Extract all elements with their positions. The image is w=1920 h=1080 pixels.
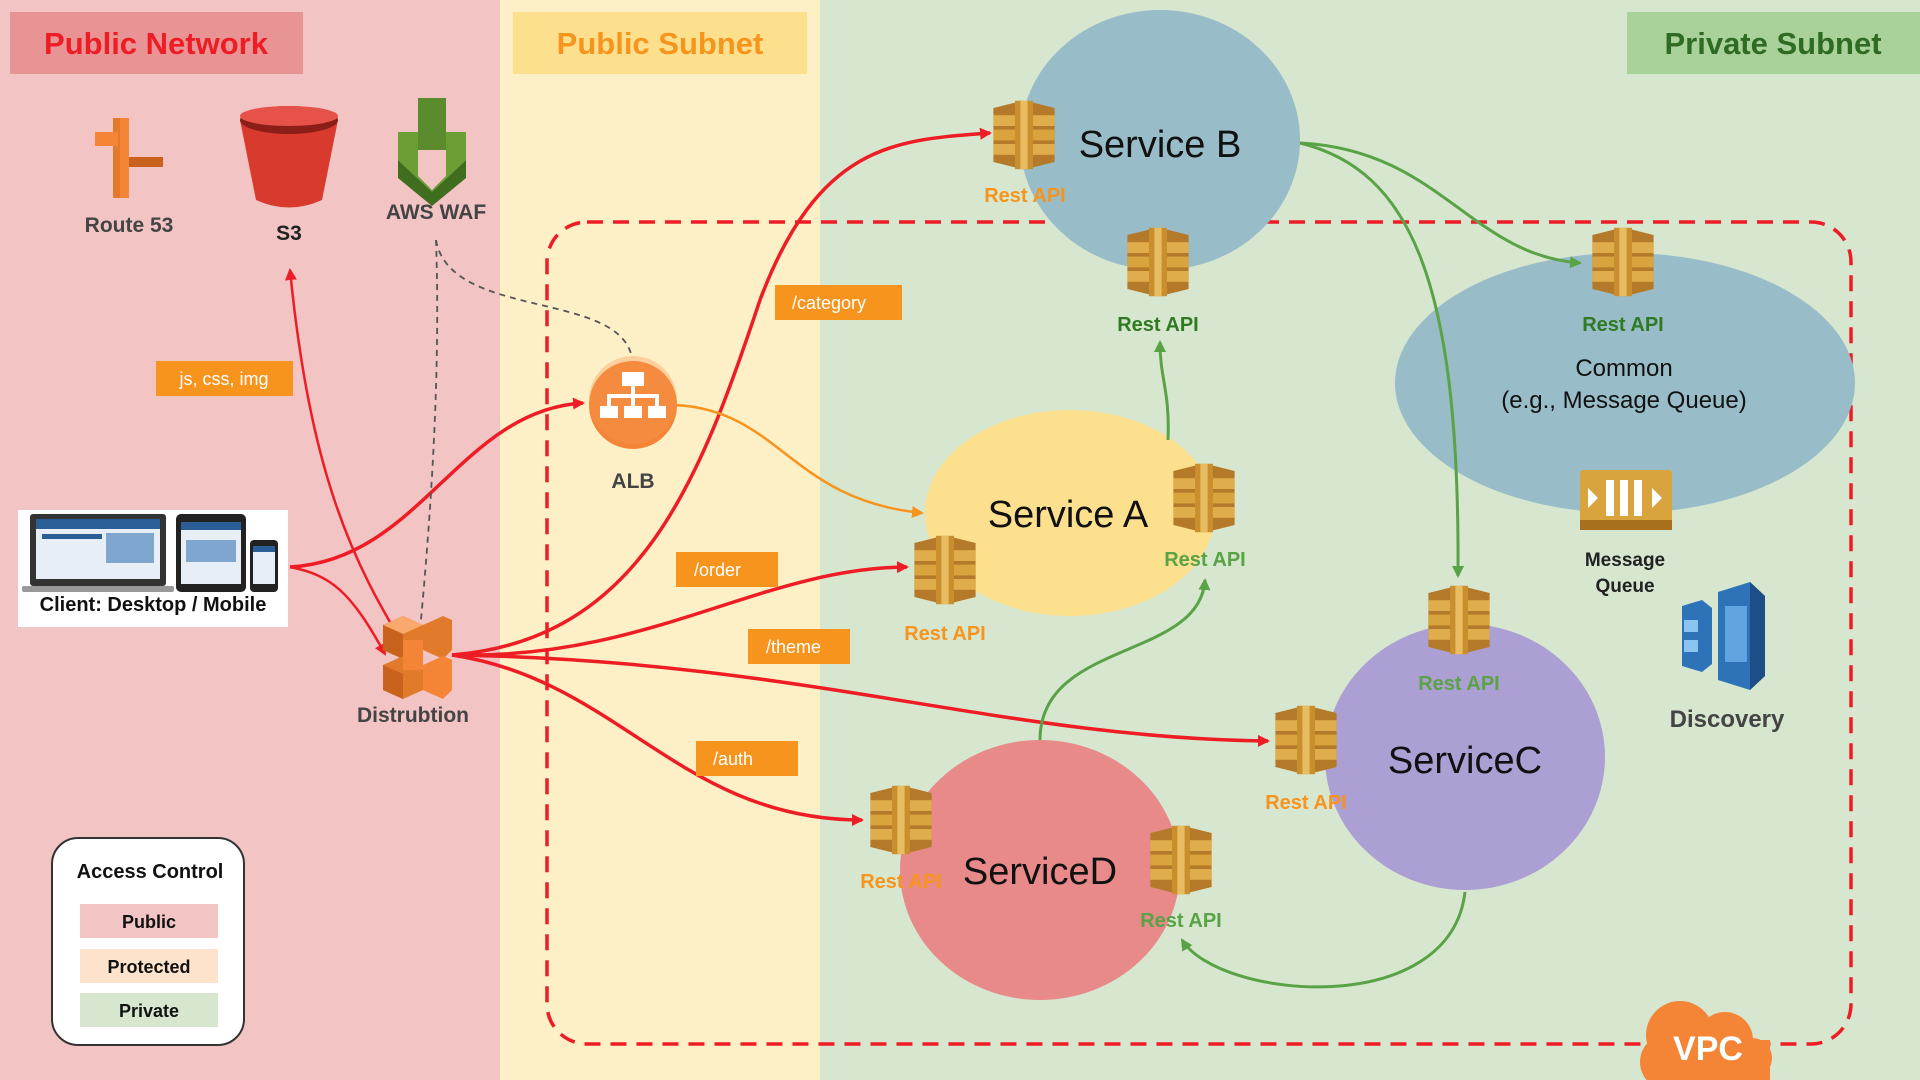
- public-subnet-title: Public Subnet: [557, 26, 764, 61]
- edge-waf-to-dist: [419, 239, 439, 631]
- edge-client-to-dist: [289, 565, 387, 656]
- api-gateway-icon: [1171, 463, 1237, 533]
- discovery-label: Discovery: [1670, 706, 1785, 733]
- edge-waf-to-alb: [435, 239, 633, 359]
- edge-dist-to-service-c: [451, 653, 1270, 747]
- s3-bucket-icon: [240, 106, 338, 208]
- message-queue-label-line1: Message: [1585, 550, 1665, 571]
- route-tag-order-label: /order: [694, 560, 741, 580]
- route-tag-category: [775, 285, 902, 320]
- service-b-public-api-label: Rest API: [984, 185, 1066, 207]
- edge-service-b-to-common: [1299, 141, 1582, 269]
- service-b-label: Service B: [1079, 124, 1242, 166]
- legend-title: Access Control: [77, 861, 224, 883]
- edge-service-d-to-service-a: [1038, 578, 1211, 741]
- alb-icon: [589, 356, 677, 449]
- legend-private-label: Private: [119, 1001, 179, 1021]
- edge-dist-to-s3: [285, 268, 412, 656]
- route-tag-category-label: /category: [792, 293, 866, 313]
- client-label: Client: Desktop / Mobile: [40, 594, 267, 616]
- api-gateway-icon: [1125, 227, 1191, 297]
- message-queue-label-line2: Queue: [1595, 576, 1654, 597]
- legend-protected-swatch: [80, 949, 218, 983]
- edge-alb-to-service-a: [674, 403, 924, 518]
- distribution-label: Distrubtion: [357, 704, 469, 727]
- legend-public-swatch: [80, 904, 218, 938]
- service-a-private-api-label: Rest API: [1164, 549, 1246, 571]
- route-tag-order: [676, 552, 778, 587]
- service-c-node: [1325, 624, 1605, 890]
- edge-service-a-to-service-b: [1154, 340, 1170, 441]
- public-network-header: [10, 12, 303, 74]
- api-gateway-icon: [1590, 227, 1656, 297]
- api-gateway-icon: [912, 535, 978, 605]
- service-d-label: ServiceD: [963, 851, 1117, 893]
- common-label-line1: Common: [1575, 355, 1672, 382]
- route-tag-theme: [748, 629, 850, 664]
- waf-label: AWS WAF: [386, 201, 486, 224]
- common-label-line2: (e.g., Message Queue): [1501, 387, 1746, 414]
- edge-client-to-alb: [289, 397, 585, 569]
- legend-protected-label: Protected: [107, 957, 190, 977]
- common-api-label: Rest API: [1582, 314, 1664, 336]
- edge-dist-to-service-a: [451, 561, 909, 657]
- edge-service-c-to-service-d: [1180, 891, 1467, 989]
- legend-private-swatch: [80, 993, 218, 1027]
- service-a-public-api-label: Rest API: [904, 623, 986, 645]
- distribution-icon: [383, 616, 452, 699]
- service-d-public-api-label: Rest API: [860, 871, 942, 893]
- route-tag-assets-label: js, css, img: [178, 369, 268, 389]
- s3-label: S3: [276, 222, 302, 245]
- service-c-public-api-label: Rest API: [1265, 792, 1347, 814]
- service-a-label: Service A: [988, 494, 1149, 536]
- public-network-title: Public Network: [44, 26, 269, 61]
- api-gateway-icon: [1426, 585, 1492, 655]
- vpc-label: VPC: [1673, 1030, 1743, 1068]
- common-node: [1395, 253, 1855, 513]
- message-queue-icon: [1580, 470, 1672, 530]
- discovery-icon: [1682, 582, 1765, 690]
- api-gateway-icon: [868, 785, 934, 855]
- public-subnet-header: [513, 12, 807, 74]
- edge-dist-to-service-b: [451, 127, 992, 657]
- api-gateway-icon: [1273, 705, 1339, 775]
- service-d-private-api-label: Rest API: [1140, 910, 1222, 932]
- route-tag-auth-label: /auth: [713, 749, 753, 769]
- service-b-private-api-label: Rest API: [1117, 314, 1199, 336]
- api-gateway-icon: [991, 100, 1057, 170]
- route-tag-assets: [156, 361, 293, 396]
- client-devices-icon: [22, 514, 278, 592]
- service-d-node: [900, 740, 1180, 1000]
- service-b-node: [1020, 10, 1300, 270]
- legend-public-label: Public: [122, 912, 176, 932]
- route53-label: Route 53: [85, 214, 174, 237]
- edge-service-b-to-service-c: [1299, 141, 1465, 578]
- service-c-label: ServiceC: [1388, 740, 1542, 782]
- private-subnet-header: [1627, 12, 1920, 74]
- edge-dist-to-service-d: [451, 653, 864, 826]
- service-a-node: [925, 410, 1215, 616]
- public-subnet-zone: [500, 0, 820, 1080]
- route53-icon: [95, 118, 163, 198]
- service-c-private-api-label: Rest API: [1418, 673, 1500, 695]
- vpc-cloud-icon: [1640, 1001, 1772, 1080]
- api-gateway-icon: [1148, 825, 1214, 895]
- private-subnet-title: Private Subnet: [1664, 26, 1881, 61]
- route-tag-auth: [696, 741, 798, 776]
- route-tag-theme-label: /theme: [766, 637, 821, 657]
- alb-label: ALB: [611, 470, 654, 493]
- waf-icon: [398, 98, 466, 206]
